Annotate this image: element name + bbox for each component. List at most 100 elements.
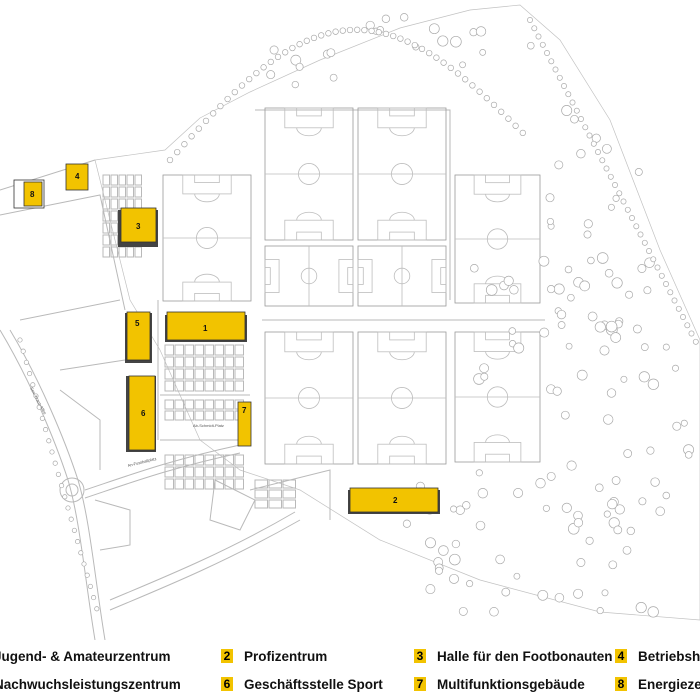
tree	[569, 99, 576, 106]
tree	[662, 491, 671, 500]
parking-space	[204, 478, 214, 490]
tree	[381, 14, 391, 23]
trees	[17, 13, 699, 618]
tree	[81, 561, 87, 567]
tree	[623, 449, 633, 458]
tree	[537, 589, 549, 601]
tree	[318, 32, 325, 39]
tree	[582, 124, 589, 131]
legend-item-4: 4 Betriebshof	[615, 646, 700, 666]
parking-space	[204, 454, 214, 466]
tree	[672, 364, 679, 372]
street-label-fussballplatz: An-Fussballplatz	[127, 456, 157, 468]
parking-space	[164, 399, 174, 410]
building-5: 5	[125, 311, 152, 363]
tree	[449, 553, 461, 566]
tree	[411, 41, 418, 49]
street-label-schmidt-platz: Ab-Schmidt-Platz	[193, 423, 224, 428]
tree	[560, 410, 570, 420]
tree	[52, 460, 58, 466]
tree	[458, 606, 468, 616]
parking-space	[164, 410, 174, 421]
tree	[531, 25, 538, 32]
legend-label: Multifunktionsgebäude	[437, 676, 585, 692]
parking-space	[164, 356, 174, 368]
tree	[650, 256, 657, 263]
parking-space	[184, 410, 194, 421]
tree	[654, 264, 661, 271]
parking-space	[254, 499, 268, 509]
tree	[578, 116, 584, 122]
parking-space	[118, 174, 126, 186]
tree	[426, 49, 433, 57]
tree	[332, 28, 339, 35]
tree	[188, 133, 195, 140]
football-pitch	[454, 174, 541, 304]
parking-space	[184, 399, 194, 410]
tree	[587, 256, 595, 265]
tree	[544, 50, 550, 56]
tree	[576, 149, 586, 159]
tree	[637, 264, 647, 273]
tree	[672, 421, 682, 431]
tree	[84, 572, 90, 578]
tree	[566, 460, 577, 471]
legend-item-7: 7 Multifunktionsgebäude	[414, 674, 585, 694]
tree	[477, 488, 488, 499]
football-pitches	[162, 107, 541, 465]
tree	[680, 314, 686, 320]
tree	[603, 414, 614, 425]
tree	[202, 117, 210, 125]
parking-space	[102, 246, 110, 258]
tree	[643, 286, 652, 295]
tree	[495, 554, 505, 565]
tree	[626, 526, 635, 536]
parking-space	[164, 478, 174, 490]
building-4-number: 4	[75, 172, 80, 181]
tree	[556, 74, 563, 81]
parking-space	[184, 478, 194, 490]
tree	[561, 105, 573, 116]
tree	[269, 45, 279, 55]
parking-space	[214, 454, 224, 466]
tree	[587, 311, 598, 322]
tree	[538, 255, 550, 267]
tree	[554, 160, 564, 170]
tree	[535, 478, 546, 489]
tree	[583, 230, 592, 239]
tree	[46, 438, 52, 444]
tree	[368, 27, 375, 35]
parking-space	[224, 344, 234, 356]
tree	[663, 281, 669, 287]
tree	[611, 476, 621, 485]
parking-space	[174, 454, 184, 466]
building-5-number: 5	[135, 319, 140, 328]
parking-space	[224, 356, 234, 368]
tree	[513, 572, 521, 580]
tree	[590, 140, 597, 147]
legend-badge: 2	[221, 649, 233, 663]
parking-space	[214, 380, 224, 392]
tree	[606, 388, 617, 398]
parking-space	[110, 174, 118, 186]
parking-space	[184, 356, 194, 368]
tree	[650, 477, 660, 487]
tree	[433, 54, 440, 61]
tree	[476, 88, 483, 95]
tree	[397, 35, 404, 42]
tree	[684, 322, 691, 329]
parking-space	[282, 499, 296, 509]
football-pitch	[264, 331, 354, 465]
football-pitch	[357, 331, 447, 465]
tree	[594, 321, 606, 333]
parking-space	[204, 466, 214, 478]
tree	[547, 285, 556, 294]
legend-label: Energiezentrale	[638, 676, 700, 692]
tree	[535, 33, 542, 40]
tree	[454, 70, 462, 77]
football-pitch	[264, 245, 354, 307]
tree	[266, 70, 276, 80]
tree	[49, 449, 55, 455]
parking-space	[194, 380, 204, 392]
tree	[296, 41, 303, 48]
